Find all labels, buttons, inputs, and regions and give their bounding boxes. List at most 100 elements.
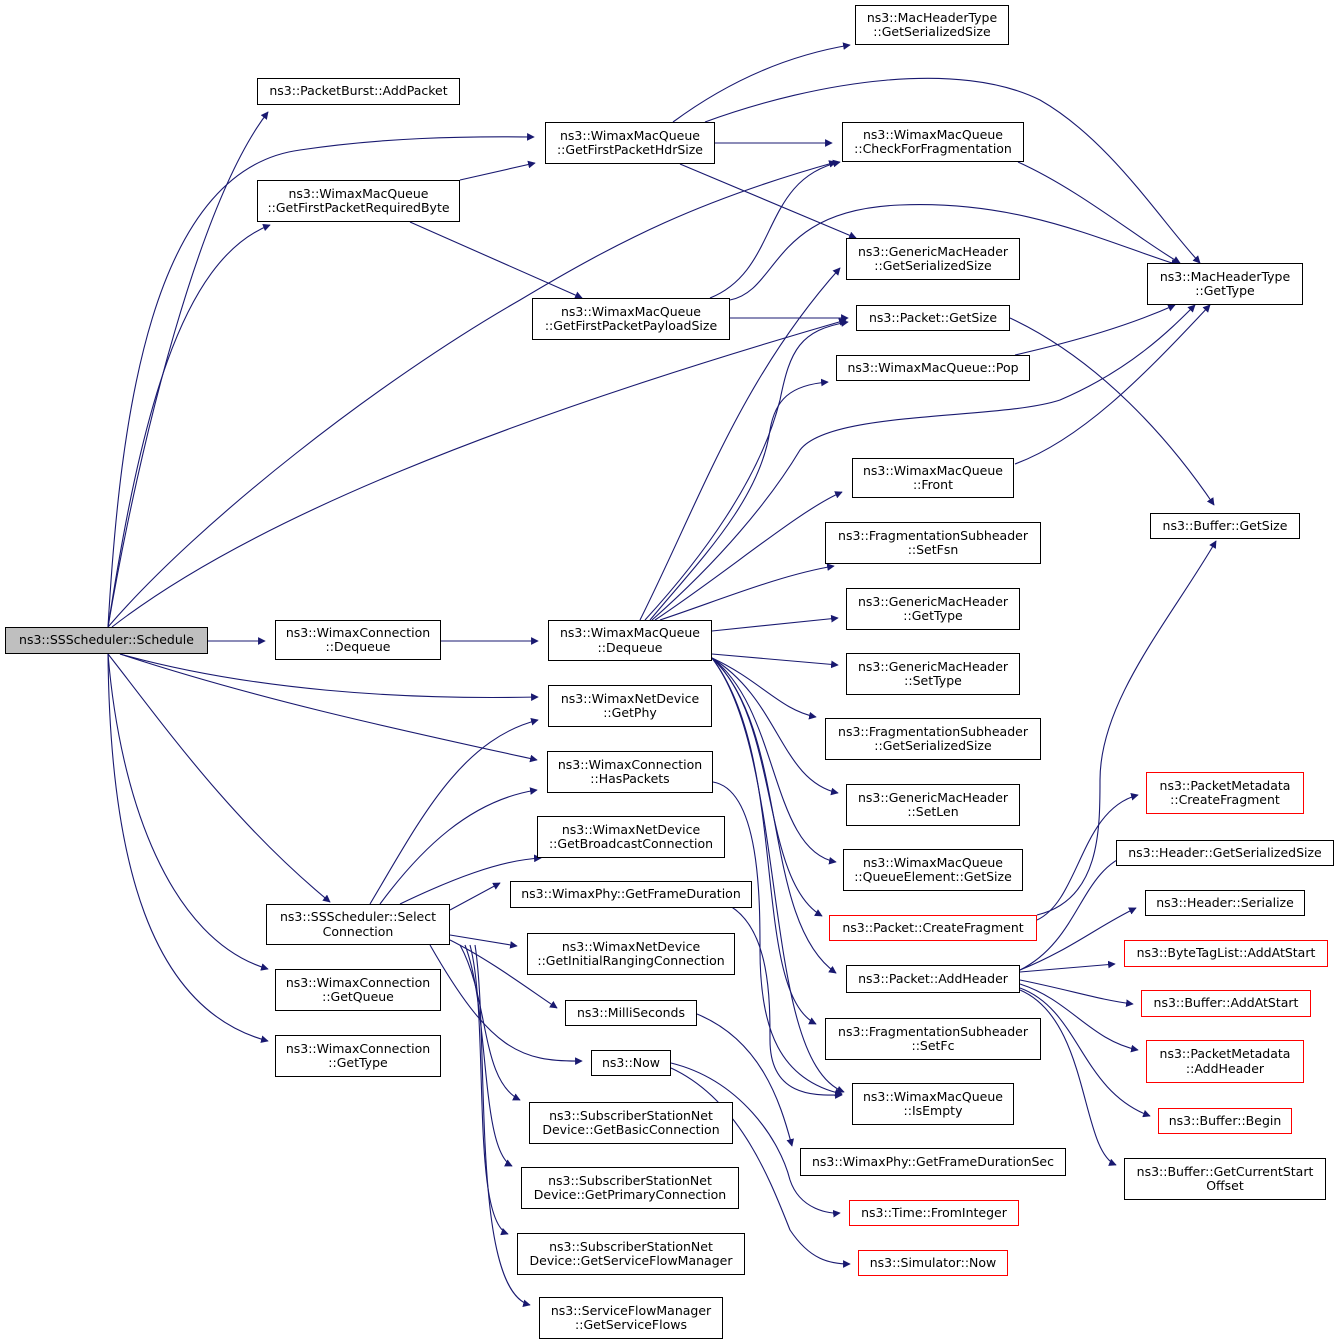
node-label-line: ns3::WimaxMacQueue [560, 127, 700, 143]
node-milliseconds[interactable]: ns3::MilliSeconds [565, 1000, 697, 1026]
node-header-serialize[interactable]: ns3::Header::Serialize [1145, 890, 1305, 916]
node-wc-get-type[interactable]: ns3::WimaxConnection::GetType [275, 1035, 441, 1077]
node-label-line: Offset [1206, 1178, 1244, 1193]
node-fs-set-fsn[interactable]: ns3::FragmentationSubheader::SetFsn [825, 522, 1041, 564]
node-q-req-byte[interactable]: ns3::WimaxMacQueue::GetFirstPacketRequir… [257, 180, 460, 222]
call-edge [1019, 979, 1134, 1007]
node-label-line: ::CreateFragment [1170, 792, 1280, 807]
node-label-line: ::SetFsn [907, 542, 959, 557]
node-label-line: ns3::WimaxNetDevice [560, 690, 700, 706]
node-wc-get-queue[interactable]: ns3::WimaxConnection::GetQueue [275, 969, 441, 1011]
node-q-payload-size[interactable]: ns3::WimaxMacQueue::GetFirstPacketPayloa… [532, 298, 730, 340]
node-label-line: ns3::PacketBurst::AddPacket [269, 83, 448, 99]
node-label-line: ns3::GenericMacHeader [857, 243, 1009, 259]
node-label-line: ns3::WimaxMacQueue [561, 303, 701, 319]
node-mht-ser-size[interactable]: ns3::MacHeaderType::GetSerializedSize [855, 5, 1009, 45]
node-fs-ser-size[interactable]: ns3::FragmentationSubheader::GetSerializ… [825, 718, 1041, 760]
node-label-line: ns3::Buffer::AddAtStart [1153, 995, 1299, 1011]
node-label-line: ns3::SSScheduler::Schedule [19, 632, 194, 648]
call-edge [1019, 989, 1117, 1166]
node-buffer-begin[interactable]: ns3::Buffer::Begin [1158, 1108, 1292, 1134]
call-edge [670, 1062, 841, 1218]
call-edge [659, 563, 835, 621]
node-label-line: ::GetFirstPacketRequiredByte [267, 200, 450, 215]
node-phy-frame-dur[interactable]: ns3::WimaxPhy::GetFrameDuration [510, 881, 752, 908]
node-label-line: ns3::WimaxMacQueue [863, 462, 1003, 478]
call-edge [464, 944, 513, 1167]
node-nd-init-ranging[interactable]: ns3::WimaxNetDevice::GetInitialRangingCo… [527, 933, 735, 975]
call-edge [651, 304, 1196, 621]
node-gmh-set-type[interactable]: ns3::GenericMacHeader::SetType [846, 653, 1020, 695]
node-packet-get-size[interactable]: ns3::Packet::GetSize [856, 305, 1010, 331]
node-label-line: ns3::WimaxConnection [285, 1040, 431, 1056]
node-q-check-frag[interactable]: ns3::WimaxMacQueue::CheckForFragmentatio… [842, 122, 1024, 162]
node-q-dequeue[interactable]: ns3::WimaxMacQueue::Dequeue [548, 620, 712, 661]
node-header-ser-size[interactable]: ns3::Header::GetSerializedSize [1116, 840, 1334, 866]
node-q-is-empty[interactable]: ns3::WimaxMacQueue::IsEmpty [852, 1083, 1014, 1125]
call-edge [449, 939, 558, 1009]
call-edge [644, 319, 849, 621]
node-label-line: ns3::FragmentationSubheader [838, 1023, 1028, 1039]
node-nd-get-phy[interactable]: ns3::WimaxNetDevice::GetPhy [548, 685, 712, 727]
node-ss-schedule: ns3::SSScheduler::Schedule [5, 627, 208, 654]
node-label-line: ns3::GenericMacHeader [857, 789, 1009, 805]
call-edge [711, 657, 839, 796]
node-nd-broadcast[interactable]: ns3::WimaxNetDevice::GetBroadcastConnect… [537, 816, 725, 858]
node-time-from-integer[interactable]: ns3::Time::FromInteger [849, 1200, 1019, 1226]
call-edge [729, 204, 1179, 301]
node-label-line: ::AddHeader [1185, 1060, 1265, 1076]
node-phy-frame-dur-sec[interactable]: ns3::WimaxPhy::GetFrameDurationSec [800, 1148, 1066, 1176]
node-q-pop[interactable]: ns3::WimaxMacQueue::Pop [836, 355, 1030, 381]
node-label-line: ns3::MacHeaderType [866, 9, 998, 25]
node-label-line: ns3::Time::FromInteger [861, 1204, 1007, 1220]
node-gmh-set-len[interactable]: ns3::GenericMacHeader::SetLen [846, 784, 1020, 826]
node-pm-add-header[interactable]: ns3::PacketMetadata::AddHeader [1146, 1040, 1304, 1083]
node-label-line: ns3::SubscriberStationNet [548, 1172, 712, 1188]
call-edge [672, 42, 851, 123]
node-label-line: ns3::Packet::CreateFragment [842, 919, 1024, 935]
node-mht-get-type[interactable]: ns3::MacHeaderType::GetType [1147, 263, 1303, 305]
node-pm-create-frag[interactable]: ns3::PacketMetadata::CreateFragment [1146, 772, 1304, 814]
call-edge [649, 378, 829, 621]
node-wc-dequeue[interactable]: ns3::WimaxConnection::Dequeue [275, 620, 441, 660]
node-btl-add-at-start[interactable]: ns3::ByteTagList::AddAtStart [1124, 940, 1328, 967]
node-sfm-get-flows[interactable]: ns3::ServiceFlowManager::GetServiceFlows [539, 1297, 723, 1339]
node-fs-set-fc[interactable]: ns3::FragmentationSubheader::SetFc [825, 1018, 1041, 1060]
node-label-line: ns3::Packet::GetSize [868, 309, 998, 325]
node-packet-create-frag[interactable]: ns3::Packet::CreateFragment [829, 915, 1037, 941]
node-label-line: ns3::ByteTagList::AddAtStart [1136, 945, 1316, 961]
call-edge [469, 944, 509, 1236]
node-label-line: ::GetSerializedSize [874, 258, 992, 273]
node-now[interactable]: ns3::Now [591, 1050, 671, 1076]
node-wc-has-packets[interactable]: ns3::WimaxConnection::HasPackets [547, 751, 713, 793]
node-gmh-get-type[interactable]: ns3::GenericMacHeader::GetType [846, 588, 1020, 630]
node-q-front[interactable]: ns3::WimaxMacQueue::Front [852, 458, 1014, 498]
node-pb-addpacket[interactable]: ns3::PacketBurst::AddPacket [257, 78, 460, 105]
node-gmh-ser-size[interactable]: ns3::GenericMacHeader::GetSerializedSize [846, 238, 1020, 280]
node-packet-add-header[interactable]: ns3::Packet::AddHeader [846, 965, 1020, 993]
node-buffer-add-at-start[interactable]: ns3::Buffer::AddAtStart [1141, 990, 1311, 1017]
node-label-line: ::GetQueue [322, 989, 394, 1004]
node-label-line: Device::GetBasicConnection [542, 1122, 720, 1137]
node-label-line: ns3::WimaxMacQueue [863, 1088, 1003, 1104]
node-simulator-now[interactable]: ns3::Simulator::Now [858, 1250, 1008, 1276]
node-qe-get-size[interactable]: ns3::WimaxMacQueue::QueueElement::GetSiz… [843, 849, 1023, 891]
node-label-line: ::GetType [903, 608, 963, 623]
node-label-line: ns3::ServiceFlowManager [550, 1302, 712, 1318]
node-buffer-get-size[interactable]: ns3::Buffer::GetSize [1150, 513, 1300, 539]
node-q-hdr-size[interactable]: ns3::WimaxMacQueue::GetFirstPacketHdrSiz… [545, 122, 715, 164]
call-edge [119, 653, 539, 701]
node-label-line: ns3::WimaxConnection [557, 756, 703, 772]
node-label-line: ns3::WimaxNetDevice [561, 821, 701, 837]
node-label-line: ::SetType [904, 673, 962, 688]
node-label-line: ns3::WimaxNetDevice [561, 938, 701, 954]
call-edge [409, 221, 583, 299]
node-label-line: ns3::WimaxPhy::GetFrameDuration [521, 886, 741, 902]
node-label-line: ns3::Buffer::GetCurrentStart [1136, 1163, 1314, 1179]
